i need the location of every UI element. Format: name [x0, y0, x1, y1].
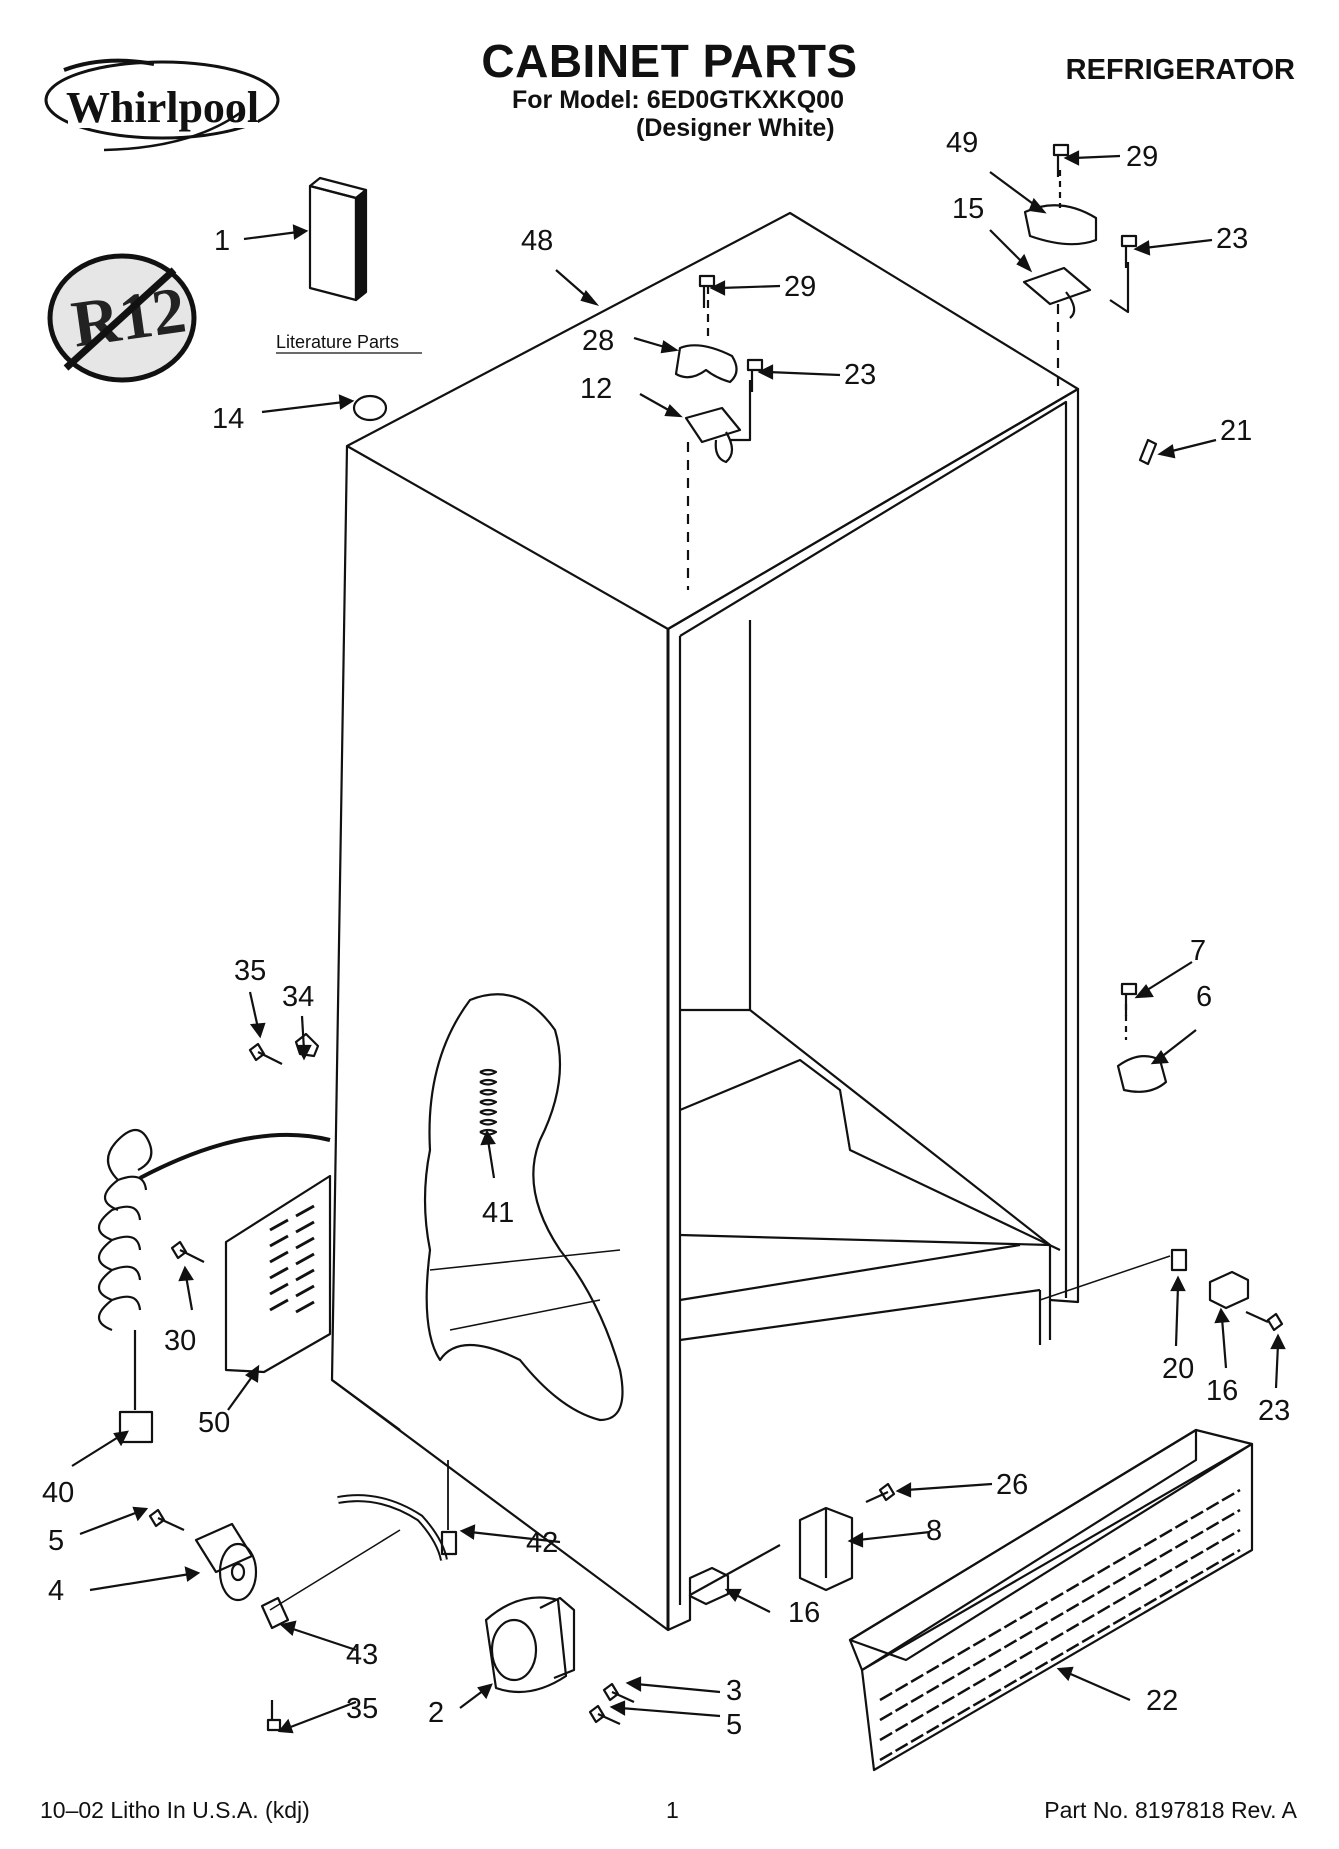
callout-5-left: 5	[48, 1525, 64, 1557]
callout-26: 26	[996, 1469, 1028, 1501]
callout-21: 21	[1220, 415, 1252, 447]
page-title: CABINET PARTS	[481, 35, 858, 87]
cabinet-shell	[330, 211, 1080, 1632]
callout-35-left: 35	[234, 955, 266, 987]
callout-16-right: 16	[1206, 1375, 1238, 1407]
callout-6: 6	[1196, 981, 1212, 1013]
callout-4: 4	[48, 1575, 64, 1607]
callout-50: 50	[198, 1407, 230, 1439]
model-number: For Model: 6ED0GTKXKQ00	[512, 86, 844, 114]
callout-12: 12	[580, 373, 612, 405]
toe-grille	[848, 1428, 1254, 1772]
grille-clip-lower	[688, 1566, 730, 1606]
callout-30: 30	[164, 1325, 196, 1357]
back-panel-grille	[224, 1174, 332, 1374]
callout-14: 14	[212, 403, 244, 435]
footer-page-number: 1	[666, 1797, 679, 1823]
whirlpool-logo: Whirlpool	[44, 58, 280, 152]
callout-23-bottom: 23	[1258, 1395, 1290, 1427]
side-cutaway	[423, 993, 624, 1422]
model-variant: (Designer White)	[636, 114, 835, 142]
callout-40: 40	[42, 1477, 74, 1509]
footer-part-number: Part No. 8197818 Rev. A	[1044, 1797, 1297, 1823]
callout-16-bottom: 16	[788, 1597, 820, 1629]
footer-print-info: 10–02 Litho In U.S.A. (kdj)	[40, 1797, 310, 1823]
spacer-plate	[1170, 1248, 1188, 1272]
callout-48: 48	[521, 225, 553, 257]
top-hinge-left	[674, 286, 752, 590]
callout-20: 20	[1162, 1353, 1194, 1385]
hole-plug	[352, 394, 388, 422]
drain-spring	[479, 1068, 498, 1136]
roller-bracket	[260, 1596, 290, 1630]
callout-49: 49	[946, 127, 978, 159]
door-stop-pin	[1138, 438, 1158, 466]
callout-7: 7	[1190, 935, 1206, 967]
toe-grille-bracket	[798, 1506, 854, 1592]
callout-34: 34	[282, 981, 314, 1013]
grille-clip-right	[1208, 1270, 1250, 1310]
callout-23-right: 23	[1216, 223, 1248, 255]
callout-23-top: 23	[844, 359, 876, 391]
literature-parts-label: Literature Parts	[276, 332, 399, 352]
callout-29-top: 29	[784, 271, 816, 303]
callout-15: 15	[952, 193, 984, 225]
front-roller	[484, 1596, 576, 1694]
callout-3: 3	[726, 1675, 742, 1707]
callout-42: 42	[526, 1527, 558, 1559]
roller-assembly	[194, 1522, 258, 1602]
callout-41: 41	[482, 1197, 514, 1229]
literature-booklet	[308, 176, 368, 302]
callout-2: 2	[428, 1697, 444, 1729]
top-hinge-right	[1022, 170, 1130, 388]
callout-8: 8	[926, 1515, 942, 1547]
no-r12-badge: R12	[47, 253, 197, 383]
callout-5-bottom: 5	[726, 1709, 742, 1741]
callout-29-right: 29	[1126, 141, 1158, 173]
callout-28: 28	[582, 325, 614, 357]
door-stop-bracket	[1116, 1055, 1168, 1093]
callout-35-bottom: 35	[346, 1693, 378, 1725]
power-cord	[97, 1128, 331, 1444]
callout-43: 43	[346, 1639, 378, 1671]
callout-22: 22	[1146, 1685, 1178, 1717]
tubing-clip	[294, 1032, 320, 1058]
appliance-type: REFRIGERATOR	[1065, 54, 1295, 86]
callout-1: 1	[214, 225, 230, 257]
svg-text:Whirlpool: Whirlpool	[66, 83, 259, 132]
screws	[148, 143, 1284, 1732]
